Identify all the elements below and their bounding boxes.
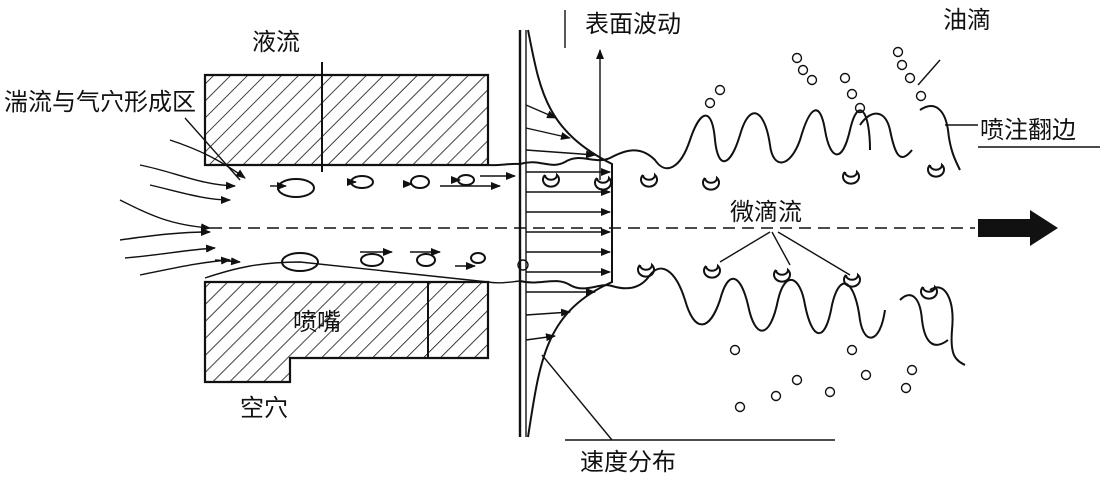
upper-rim-curl-2: [919, 105, 961, 171]
label-liquid-flow: 液流: [252, 28, 300, 56]
label-cavitation: 空穴: [240, 394, 288, 422]
label-micro-droplet-flow: 微滴流: [730, 198, 802, 226]
label-velocity-profile: 速度分布: [580, 448, 676, 476]
upper-rim-curl-1: [859, 112, 913, 158]
label-nozzle: 喷嘴: [293, 308, 341, 336]
upper-vortices: [270, 172, 516, 198]
nozzle-lower-wall: [203, 280, 490, 384]
lower-rim-curl-2: [929, 286, 966, 366]
spray-direction-arrow: [978, 210, 1058, 246]
nozzle-upper-wall: [203, 62, 490, 172]
label-surface-wave: 表面波动: [585, 10, 681, 38]
upper-spray-surface: [519, 109, 871, 170]
label-turbulence-zone: 湍流与气穴形成区: [4, 88, 196, 116]
label-oil-droplets: 油滴: [943, 6, 991, 34]
oil-droplets: [517, 46, 927, 413]
leader-lines: [184, 10, 1100, 441]
label-spray-rim: 喷注翻边: [980, 116, 1076, 144]
lower-vortices: [214, 248, 486, 272]
upper-flow-boundary: [205, 162, 521, 167]
micro-droplets: [542, 162, 945, 300]
lower-rim-curl-1: [899, 294, 949, 346]
lower-spray-surface: [519, 267, 886, 339]
lower-flow-boundary: [204, 261, 521, 284]
velocity-profile: [518, 29, 613, 438]
